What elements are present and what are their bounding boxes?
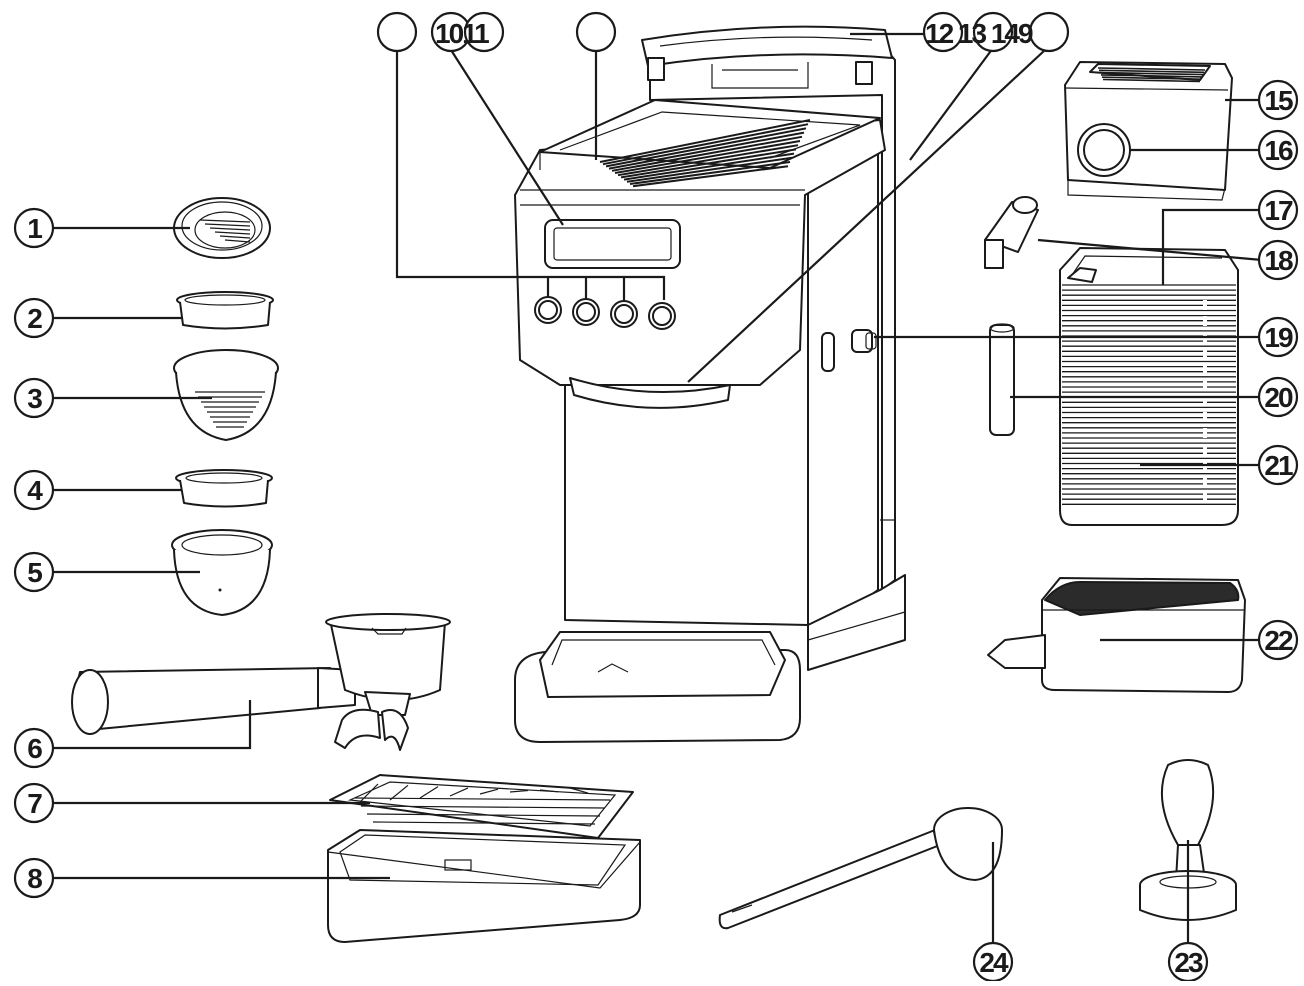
measuring-spoon: [718, 807, 1003, 930]
callout-18-label: 18: [1264, 245, 1293, 276]
callout-2-label: 2: [27, 303, 42, 334]
callout-23: 23: [1167, 941, 1209, 983]
callout-4: 4: [13, 469, 55, 511]
callout-12: [575, 11, 617, 53]
callout-13-group: [922, 11, 1070, 53]
callout-15-label: 15: [1264, 85, 1293, 116]
filter-basket-2: [176, 291, 274, 330]
filter-basket-5: [171, 529, 273, 616]
steam-tip: [984, 196, 1039, 269]
grind-dial: [1077, 123, 1131, 177]
filter-basket-1: [173, 197, 271, 259]
callout-22-label: 22: [1264, 625, 1293, 656]
callout-21-label: 21: [1264, 450, 1293, 481]
callout-2: 2: [13, 297, 55, 339]
callout-24-label: 24: [979, 947, 1009, 978]
steam-wand: [989, 323, 1015, 436]
filter-basket-3: [173, 349, 279, 441]
callout-7-label: 7: [27, 788, 42, 819]
portafilter: [71, 613, 451, 751]
callout-16-label: 16: [1264, 135, 1293, 166]
callout-16: 16: [1257, 129, 1299, 171]
callout-5: 5: [13, 551, 55, 593]
callout-21: 21: [1257, 444, 1299, 486]
callout-badges: 1 2 3 4 5 6 7 8: [13, 11, 1299, 983]
callout-20-label: 20: [1264, 382, 1293, 413]
callout-7: 7: [13, 782, 55, 824]
drip-grid: [329, 774, 634, 839]
callout-17: 17: [1257, 189, 1299, 231]
cup-warmer-grill: [599, 119, 811, 188]
drip-tray: [327, 829, 641, 943]
callout-4-label: 4: [27, 475, 43, 506]
filter-basket-4: [175, 469, 273, 508]
callout-24: 24: [972, 941, 1014, 983]
espresso-machine-body: [514, 25, 906, 743]
callout-6: 6: [13, 727, 55, 769]
callout-6-label: 6: [27, 733, 42, 764]
callout-11: [463, 11, 505, 53]
top-label-left: 1011: [435, 18, 489, 49]
callout-3-label: 3: [27, 383, 42, 414]
callout-18: 18: [1257, 239, 1299, 281]
callout-17-label: 17: [1264, 195, 1293, 226]
callout-19: 19: [1257, 316, 1299, 358]
callout-1-label: 1: [27, 213, 42, 244]
callout-22: 22: [1257, 619, 1299, 661]
callout-3: 3: [13, 377, 55, 419]
callout-19-label: 19: [1264, 322, 1293, 353]
callout-20: 20: [1257, 376, 1299, 418]
callout-5-label: 5: [27, 557, 42, 588]
callout-23-label: 23: [1174, 947, 1203, 978]
callout-8-label: 8: [27, 863, 42, 894]
control-buttons: [534, 296, 676, 330]
top-label-right: 12 13 149: [925, 18, 1033, 49]
grounds-box: [987, 577, 1246, 693]
leader-lines: [48, 32, 1263, 945]
callout-8: 8: [13, 857, 55, 899]
callout-1: 1: [13, 207, 55, 249]
callout-15: 15: [1257, 79, 1299, 121]
callout-9: [376, 11, 418, 53]
water-tank: [1059, 247, 1239, 526]
